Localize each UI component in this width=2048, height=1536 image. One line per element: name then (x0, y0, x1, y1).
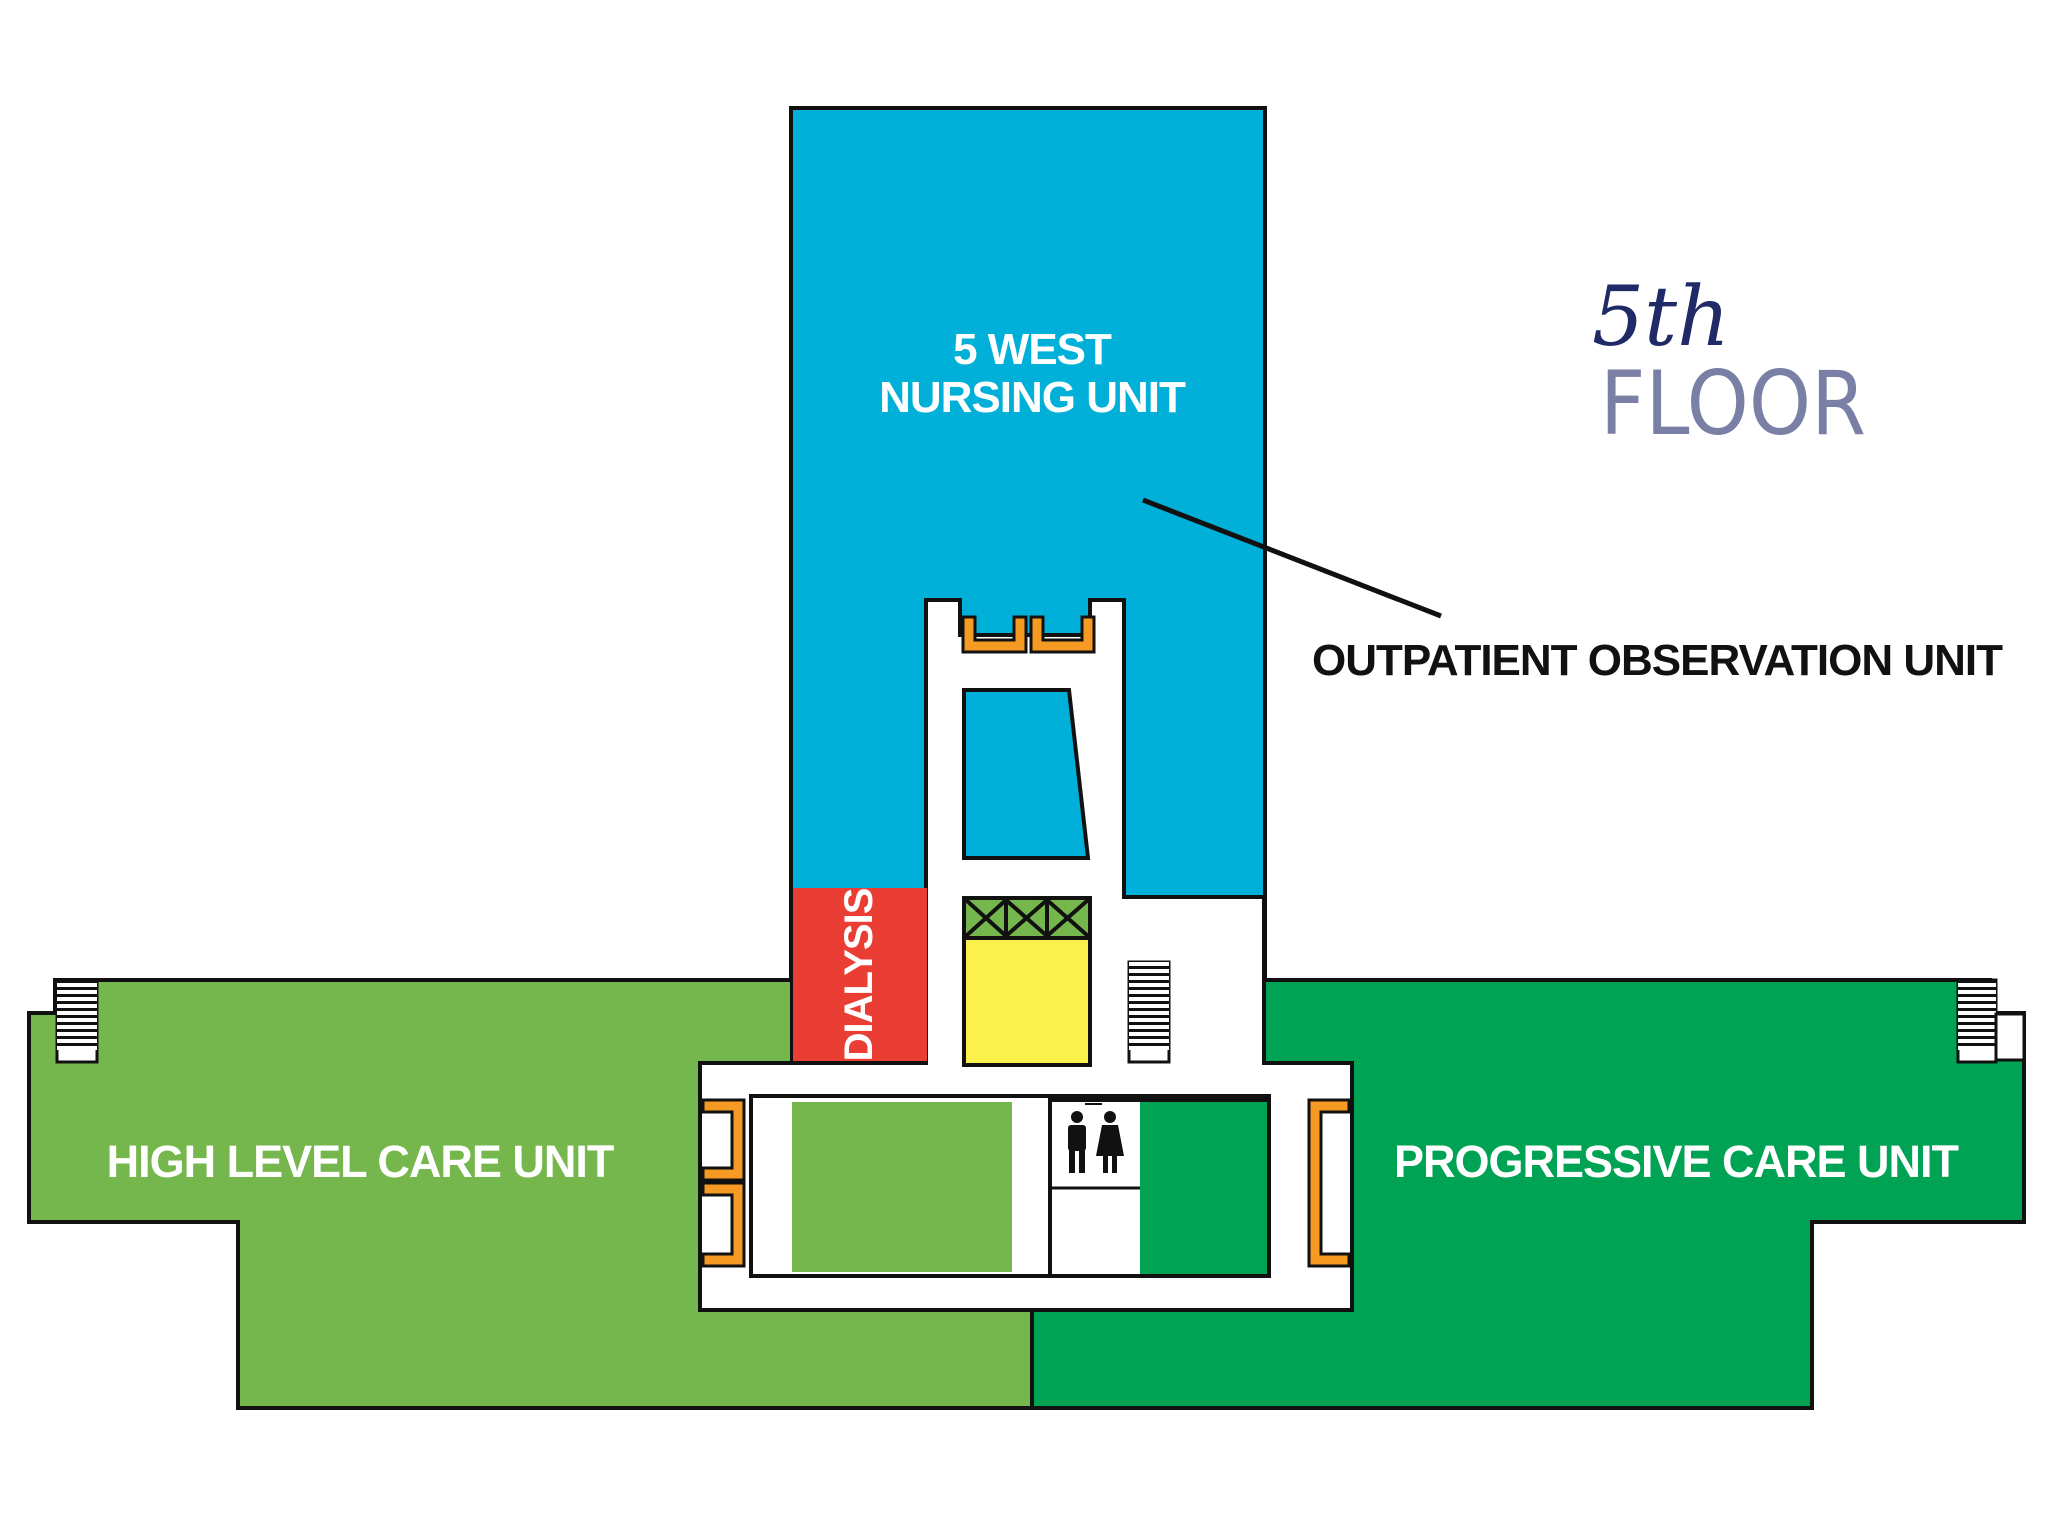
label-outpatient-observation-unit: OUTPATIENT OBSERVATION UNIT (1312, 636, 2003, 685)
elevator-lobby[interactable] (962, 936, 1092, 1067)
restroom-icon (1068, 1103, 1124, 1173)
stairs-icon (55, 978, 99, 1064)
label-high-level-care-unit: HIGH LEVEL CARE UNIT (107, 1136, 614, 1187)
stairs-icon (1029, 615, 1096, 654)
stairs-icon (1307, 1098, 1351, 1268)
zone-dialysis[interactable] (793, 888, 927, 1061)
label-nursing-unit: NURSING UNIT (879, 373, 1186, 422)
floor-word: FLOOR (1600, 352, 1866, 455)
stairs-icon (1127, 960, 1171, 1064)
stairs-icon (961, 615, 1028, 654)
room-inner-nursing[interactable] (962, 688, 1091, 860)
stairs-icon (701, 1181, 746, 1268)
callout-leader-line (1142, 497, 1442, 619)
label-progressive-care-unit: PROGRESSIVE CARE UNIT (1394, 1136, 1959, 1187)
stairs-icon (701, 1098, 746, 1182)
label-dialysis: DIALYSIS (837, 888, 881, 1061)
room-high-level-inner[interactable] (792, 1102, 1012, 1272)
stairs-icon (1956, 978, 2026, 1064)
label-5-west: 5 WEST (953, 325, 1112, 374)
elevator-cross-marks (964, 898, 1090, 938)
room-progressive-inner[interactable] (1140, 1102, 1267, 1274)
floor-number: 5th (1592, 270, 1730, 365)
